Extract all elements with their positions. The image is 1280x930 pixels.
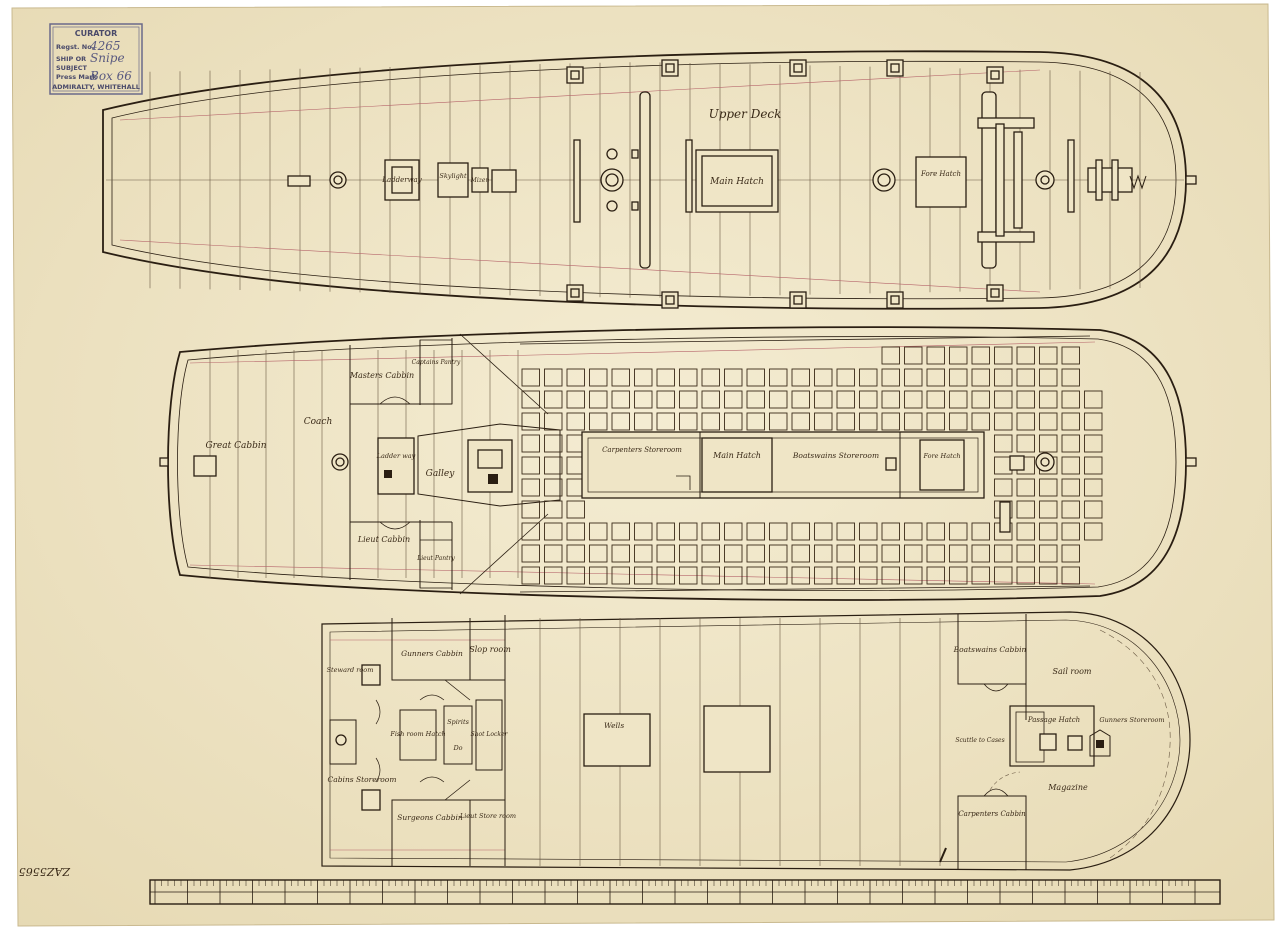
lower-label-ladderway: Ladder way: [376, 452, 416, 460]
stamp-value: Box 66: [89, 69, 132, 83]
upper-label-ladderway: Ladderway: [381, 176, 422, 184]
lower-label-coach: Coach: [304, 417, 333, 427]
lower-label-galley: Galley: [426, 469, 456, 479]
stamp-label: SUBJECT: [56, 64, 88, 72]
hold-label-gunners-storeroom: Gunners Storeroom: [1099, 716, 1164, 724]
stamp-label: Press Mark: [56, 73, 97, 81]
hold-planking: [330, 618, 941, 866]
stamp-label: Regst. No.: [56, 43, 94, 51]
central-storerooms: [581, 431, 985, 499]
hold-label-magazine: Magazine: [1047, 783, 1088, 792]
stamp-value: 4265: [89, 39, 121, 53]
lower-label-masters-cabbin: Masters Cabbin: [349, 371, 414, 380]
hold-outline: [321, 611, 1191, 871]
hold-label-carpenters-cabbin: Carpenters Cabbin: [958, 810, 1026, 818]
hold-label-slop-room: Slop room: [469, 645, 511, 654]
hold-label-boatswains-cabbin: Boatswains Cabbin: [953, 645, 1027, 654]
lower-deck-hull: [167, 326, 1187, 601]
stamp-value: Snipe: [90, 51, 125, 65]
bowsprit-bitts: [1087, 159, 1147, 201]
curator-stamp: CURATOR Regst. No. 4265 SHIP OR Snipe SU…: [49, 23, 143, 95]
windlass: [977, 91, 1035, 269]
hold-label-gunners-cabbin: Gunners Cabbin: [401, 649, 463, 658]
lower-label-lieut-pantry: Lieut Pantry: [416, 555, 455, 562]
upper-label-main-hatch: Main Hatch: [709, 177, 764, 187]
upper-label-skylight: Skylight: [439, 172, 467, 180]
ink-mark: [939, 847, 947, 863]
hold-label-lieut-store-room: Lieut Store room: [459, 812, 516, 820]
hold-label-fish-room: Fish room Hatch: [389, 730, 445, 738]
passage-hatch: [1009, 705, 1095, 767]
hold-label-spirits: Spirits: [447, 718, 469, 726]
aft-capstan: [287, 171, 347, 189]
stamp-footer: ADMIRALTY, WHITEHALL: [52, 83, 140, 91]
lower-fore-hatch: [919, 439, 965, 491]
lower-main-hatch: [701, 437, 773, 493]
hold-label-ditto: Do: [452, 744, 462, 752]
lower-label-captains-pantry: Captains Pantry: [412, 359, 461, 366]
hold-main-hatch: [703, 705, 771, 773]
lower-label-lieut-cabbin: Lieut Cabbin: [357, 535, 410, 544]
lower-label-boatswains-storeroom: Boatswains Storeroom: [792, 451, 879, 460]
hold-label-wells: Wells: [604, 721, 624, 730]
lower-label-great-cabbin: Great Cabbin: [205, 441, 266, 451]
lower-label-carpenters-storeroom: Carpenters Storeroom: [602, 446, 682, 454]
margin-note: ZAZ5565: [19, 865, 71, 878]
upper-fore-hatch: [915, 156, 967, 208]
hold-label-cabins-storeroom: Cabins Storeroom: [328, 775, 397, 784]
hold-plan: Gunners Cabbin Slop room Steward room Fi…: [321, 611, 1191, 871]
upper-label-fore-hatch: Fore Hatch: [920, 170, 961, 178]
lower-deck-grating: [519, 335, 1103, 593]
hold-label-steward-room: Steward room: [327, 666, 374, 674]
skylight: [437, 162, 469, 198]
lower-deck-plan: Great Cabbin Coach Masters Cabbin Captai…: [159, 326, 1197, 601]
upper-deck-title: Upper Deck: [709, 107, 782, 121]
hold-label-passage-hatch: Passage Hatch: [1027, 716, 1080, 724]
stamp-heading: CURATOR: [75, 29, 118, 38]
hold-label-scuttle-to-cases: Scuttle to Cases: [955, 737, 1004, 744]
wells: [583, 713, 651, 767]
hold-label-sail-room: Sail room: [1053, 667, 1092, 676]
upper-label-mizen: Mizen: [470, 177, 490, 184]
lower-label-main-hatch: Main Hatch: [712, 451, 761, 460]
lower-ladderway: [377, 437, 415, 495]
stamp-label: SHIP OR: [56, 55, 86, 63]
hold-label-shot-locker: Shot Locker: [471, 731, 509, 738]
hold-label-surgeons-cabbin: Surgeons Cabbin: [397, 813, 463, 822]
scale-bar: [149, 879, 1221, 905]
lower-label-fore-hatch: Fore Hatch: [922, 452, 960, 460]
upper-deck-plan: Ladderway Skylight Mizen Main Hatch Fore…: [102, 50, 1197, 310]
